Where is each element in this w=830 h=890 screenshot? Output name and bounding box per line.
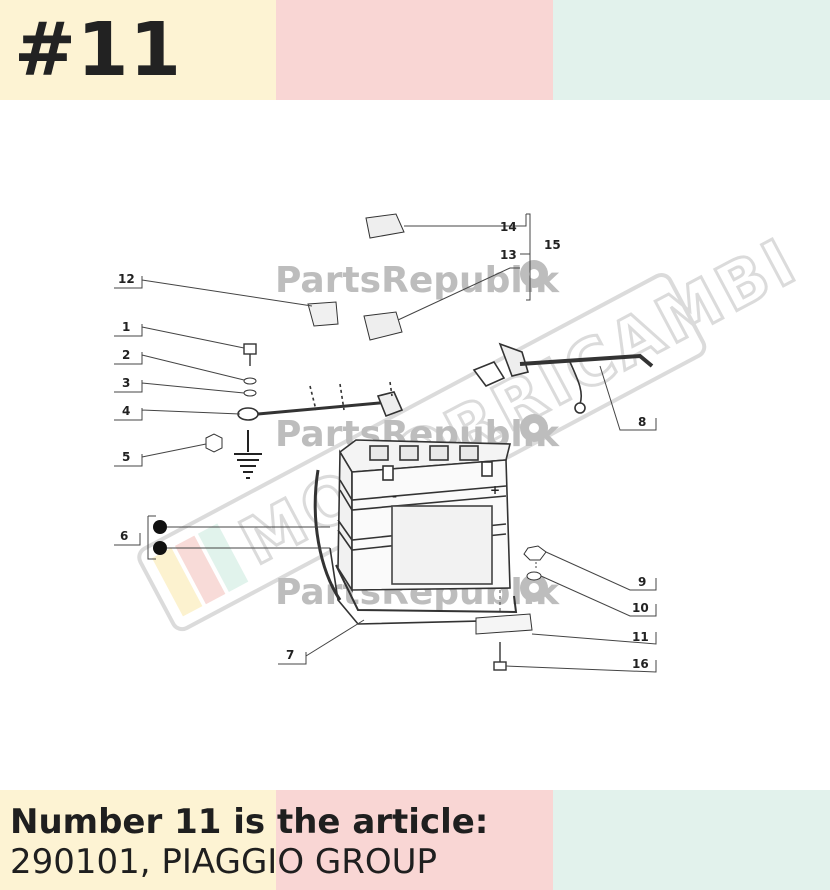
callout-6: 6 <box>120 529 128 543</box>
battery <box>313 439 521 625</box>
article-caption-detail: 290101, PIAGGIO GROUP <box>10 842 438 882</box>
callout-13: 13 <box>500 248 517 262</box>
nut-part-5 <box>205 433 223 453</box>
callout-11: 11 <box>632 630 649 644</box>
band-mint <box>553 0 830 100</box>
callout-3: 3 <box>122 376 130 390</box>
callout-9: 9 <box>638 575 646 589</box>
bolt-part-16 <box>493 642 507 671</box>
exploded-parts-diagram: MOTORRICAMBI PartsRepublik PartsRepublik… <box>114 213 812 673</box>
top-color-band <box>0 0 830 100</box>
callout-10: 10 <box>632 601 649 615</box>
band-mint <box>553 790 830 890</box>
callout-14: 14 <box>500 220 517 234</box>
band-pink <box>276 790 553 890</box>
washer-part-2 <box>243 377 257 385</box>
callout-5: 5 <box>122 450 130 464</box>
ground-symbol <box>234 430 262 479</box>
item-number-heading: #11 <box>14 7 182 93</box>
fuse-dot-b <box>153 541 167 555</box>
battery-plus-sign: + <box>490 483 500 497</box>
callout-2: 2 <box>122 348 130 362</box>
callout-8: 8 <box>638 415 646 429</box>
positive-cable-part-8 <box>472 342 654 414</box>
fuse-dot-a <box>153 520 167 534</box>
bottom-color-band <box>0 790 830 890</box>
bracket-part-11 <box>475 613 533 635</box>
callout-7: 7 <box>286 648 294 662</box>
band-yellow <box>0 0 276 100</box>
nut-part-9 <box>523 545 547 561</box>
band-yellow <box>0 790 276 890</box>
terminal-cap-part-14 <box>365 213 405 239</box>
clip-part-12 <box>307 301 339 327</box>
band-pink <box>276 0 553 100</box>
bolt-part-1 <box>243 343 257 366</box>
battery-minus-sign: - <box>392 489 397 503</box>
callout-4: 4 <box>122 404 130 418</box>
leader-lines <box>114 213 657 673</box>
ground-cable <box>237 381 404 421</box>
article-caption-title: Number 11 is the article: <box>10 802 489 842</box>
callout-12: 12 <box>118 272 135 286</box>
callout-16: 16 <box>632 657 649 671</box>
terminal-cap-part-13 <box>363 311 403 341</box>
watermark-text: PartsRepublik <box>275 260 560 301</box>
callout-15: 15 <box>544 238 561 252</box>
washer-part-3 <box>243 389 257 397</box>
washer-part-10 <box>526 571 542 581</box>
callout-1: 1 <box>122 320 130 334</box>
watermark-partsrepublik-1: PartsRepublik <box>275 260 560 301</box>
